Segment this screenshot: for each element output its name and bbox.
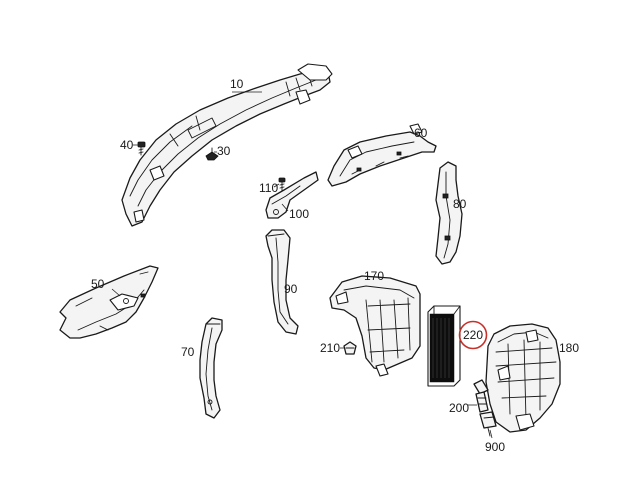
part-80-drawing bbox=[435, 161, 463, 265]
part-210-drawing bbox=[343, 341, 357, 355]
part-40-label[interactable]: 40 bbox=[120, 138, 134, 152]
part-10-label[interactable]: 10 bbox=[230, 77, 244, 91]
part-220-callout-circle bbox=[458, 320, 488, 350]
part-60-label[interactable]: 60 bbox=[414, 126, 428, 140]
part-200-label[interactable]: 200 bbox=[449, 401, 469, 415]
part-labels: 10 30 40 50 60 70 80 90 100 110 170 180 … bbox=[91, 77, 579, 454]
part-170-label[interactable]: 170 bbox=[364, 269, 384, 283]
part-30-drawing bbox=[205, 147, 219, 161]
part-180-label[interactable]: 180 bbox=[559, 341, 579, 355]
part-100-drawing bbox=[265, 171, 319, 219]
part-80-label[interactable]: 80 bbox=[453, 197, 467, 211]
part-70-label[interactable]: 70 bbox=[181, 345, 195, 359]
part-50-label[interactable]: 50 bbox=[91, 277, 105, 291]
part-70-drawing bbox=[199, 317, 223, 419]
part-60-drawing bbox=[327, 123, 437, 187]
part-900-drawing bbox=[479, 411, 497, 437]
part-200-drawing bbox=[473, 379, 489, 413]
part-220-label[interactable]: 220 bbox=[463, 328, 483, 342]
part-40-drawing bbox=[137, 141, 146, 156]
part-110-label[interactable]: 110 bbox=[259, 181, 278, 195]
part-110-drawing bbox=[278, 177, 286, 193]
part-30-label[interactable]: 30 bbox=[217, 144, 231, 158]
leader-lines bbox=[111, 91, 493, 439]
part-900-label[interactable]: 900 bbox=[485, 440, 505, 454]
part-50-drawing bbox=[59, 265, 159, 339]
part-220-drawing bbox=[427, 305, 461, 387]
part-90-label[interactable]: 90 bbox=[284, 282, 298, 296]
part-170-drawing bbox=[329, 275, 421, 377]
part-10-drawing bbox=[121, 63, 333, 227]
part-90-drawing bbox=[265, 229, 299, 335]
part-100-label[interactable]: 100 bbox=[289, 207, 309, 221]
part-180-drawing bbox=[485, 323, 561, 433]
part-210-label[interactable]: 210 bbox=[320, 341, 340, 355]
